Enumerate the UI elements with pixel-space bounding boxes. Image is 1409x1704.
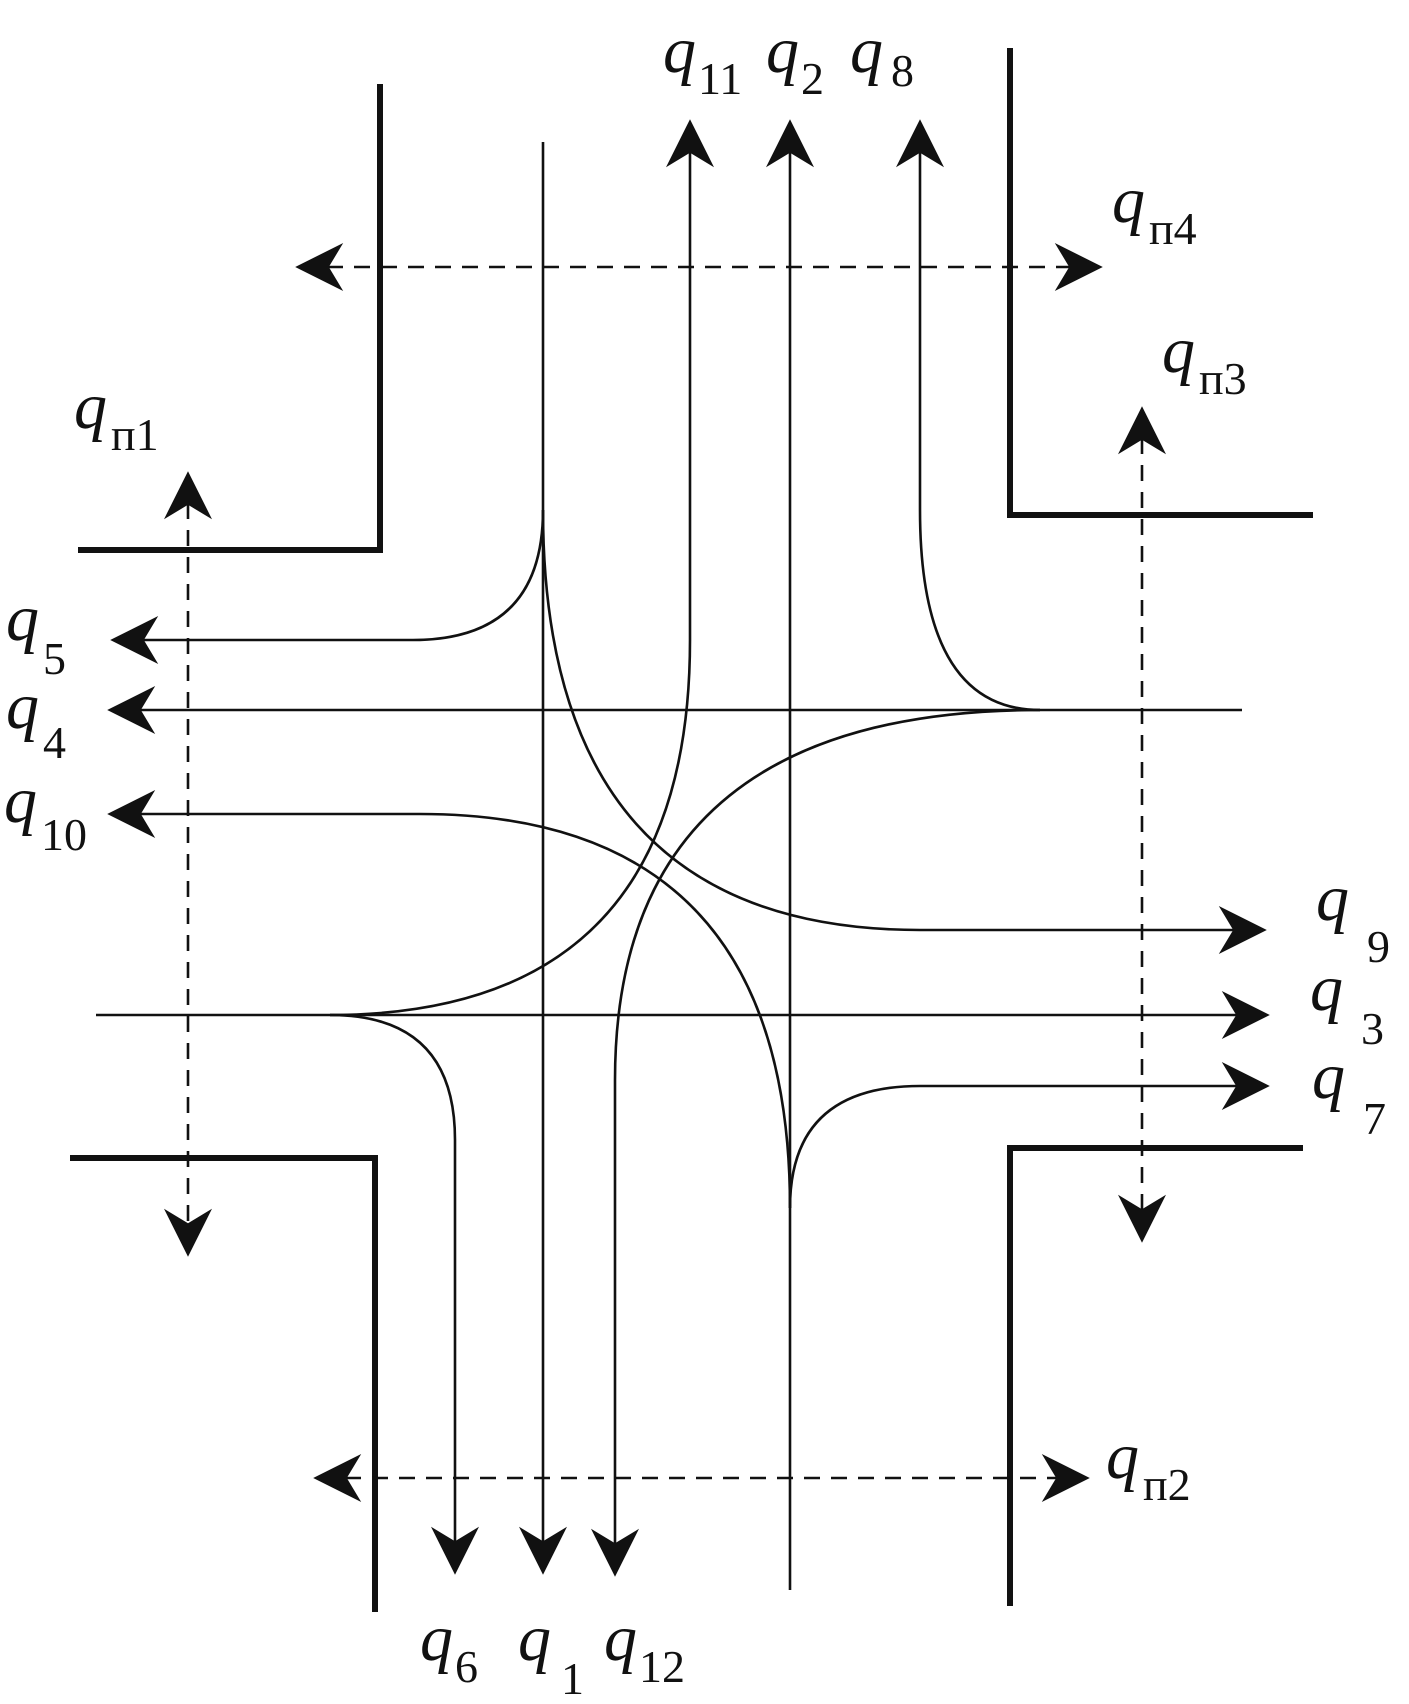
flow-q5 [110, 509, 545, 664]
label-q2: q2 [766, 14, 824, 104]
curb-top-right [1007, 48, 1313, 518]
flow-q7 [788, 1062, 1270, 1209]
flow-q11 [329, 119, 714, 1017]
curb-top-left [78, 84, 383, 553]
flow-q10 [107, 790, 792, 1209]
pedestrian-flows [164, 243, 1166, 1502]
flow-q9 [541, 509, 1267, 954]
label-qp1: qп1 [74, 370, 159, 460]
label-q11: q11 [663, 14, 742, 104]
label-qp3: qп3 [1162, 314, 1247, 404]
label-q4: q4 [6, 670, 66, 768]
label-q6: q6 [420, 1602, 478, 1692]
label-q3: q3 [1310, 952, 1384, 1054]
label-qp4: qп4 [1112, 164, 1197, 254]
label-q7: q7 [1312, 1040, 1386, 1144]
label-q9: q9 [1316, 862, 1390, 972]
curb-bottom-right [1007, 1145, 1303, 1606]
flow-q12 [591, 708, 1041, 1577]
flow-q6 [329, 1013, 479, 1575]
label-qp2: qп2 [1106, 1420, 1191, 1510]
vehicle-flows [96, 119, 1270, 1590]
label-q10: q10 [4, 764, 87, 860]
flow-q8 [896, 119, 1041, 712]
label-q5: q5 [6, 582, 66, 684]
road-curbs [70, 48, 1313, 1612]
curb-bottom-left [70, 1155, 378, 1612]
label-q1: q1 [518, 1602, 584, 1704]
label-q12: q12 [604, 1602, 685, 1692]
